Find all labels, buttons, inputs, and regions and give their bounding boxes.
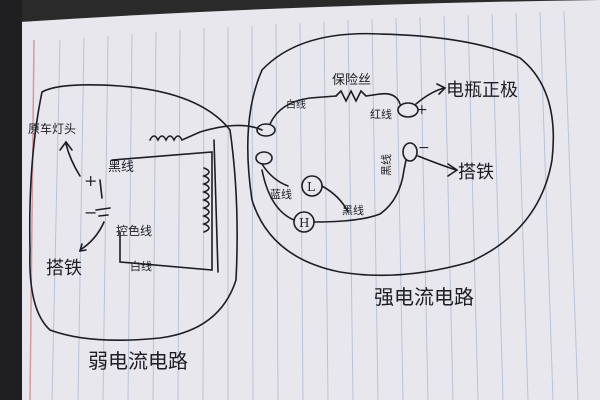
battery-plus-line <box>99 179 103 199</box>
label-weak-black-wire: 黑线 <box>108 160 134 175</box>
label-strong-black-wire-vertical: 黑线 <box>379 154 393 176</box>
fuse-element <box>335 89 381 103</box>
relay-frame-wire <box>111 151 213 271</box>
label-weak-minus: − <box>84 203 97 222</box>
arrow-to-ground <box>78 221 105 252</box>
strong-circuit <box>246 32 555 277</box>
black-wire-L <box>321 185 349 213</box>
label-strong-ground: 搭铁 <box>458 162 494 183</box>
notebook-page <box>20 0 600 400</box>
strong-circuit-title: 强电流电路 <box>374 285 474 309</box>
label-strong-white-wire: 白线 <box>286 98 306 111</box>
margin-line <box>29 39 35 400</box>
wire-to-H <box>261 169 295 221</box>
relay-terminal-lower <box>255 151 273 165</box>
label-weak-ground: 搭铁 <box>46 258 82 279</box>
ruled-lines <box>51 10 579 400</box>
binding-edge <box>0 0 22 400</box>
label-blue-wire: 蓝线 <box>270 187 292 201</box>
battery-minus-line <box>95 207 111 211</box>
white-wire-to-fuse <box>269 95 337 125</box>
label-strong-minus: − <box>418 140 430 156</box>
black-wire-H <box>313 159 407 223</box>
weak-circuit-outline <box>28 84 238 341</box>
label-fuse: 保险丝 <box>332 73 371 88</box>
weak-circuit-title: 弱电流电路 <box>88 349 188 373</box>
arrow-to-strong-ground <box>417 155 459 177</box>
arrow-to-headlight <box>59 140 81 177</box>
label-battery-positive: 电瓶正极 <box>446 80 518 101</box>
label-weak-plus: + <box>84 171 97 190</box>
label-red-wire: 红线 <box>370 107 392 121</box>
relay-terminal-upper <box>256 123 276 137</box>
bulb-L-letter: L <box>307 180 315 194</box>
weak-circuit <box>28 84 263 341</box>
label-weak-white-wire: 白线 <box>130 259 152 273</box>
label-strong-black-wire: 黑线 <box>342 203 364 217</box>
ground-terminal <box>402 142 418 162</box>
label-control-color-wire: 控色线 <box>116 224 152 238</box>
battery-positive-terminal <box>397 102 419 118</box>
blue-wire <box>261 163 289 187</box>
red-wire-to-battery <box>379 92 401 105</box>
bulb-H-letter: H <box>299 216 309 230</box>
arrow-to-battery-positive <box>415 83 447 105</box>
label-original-headlight: 原车灯头 <box>28 121 76 136</box>
connecting-spring-wire <box>149 124 263 142</box>
label-strong-plus: + <box>416 102 428 118</box>
strong-circuit-outline <box>246 32 555 277</box>
battery-minus-short <box>98 214 109 217</box>
relay-coil <box>201 167 210 233</box>
coil-core-line <box>213 139 219 273</box>
